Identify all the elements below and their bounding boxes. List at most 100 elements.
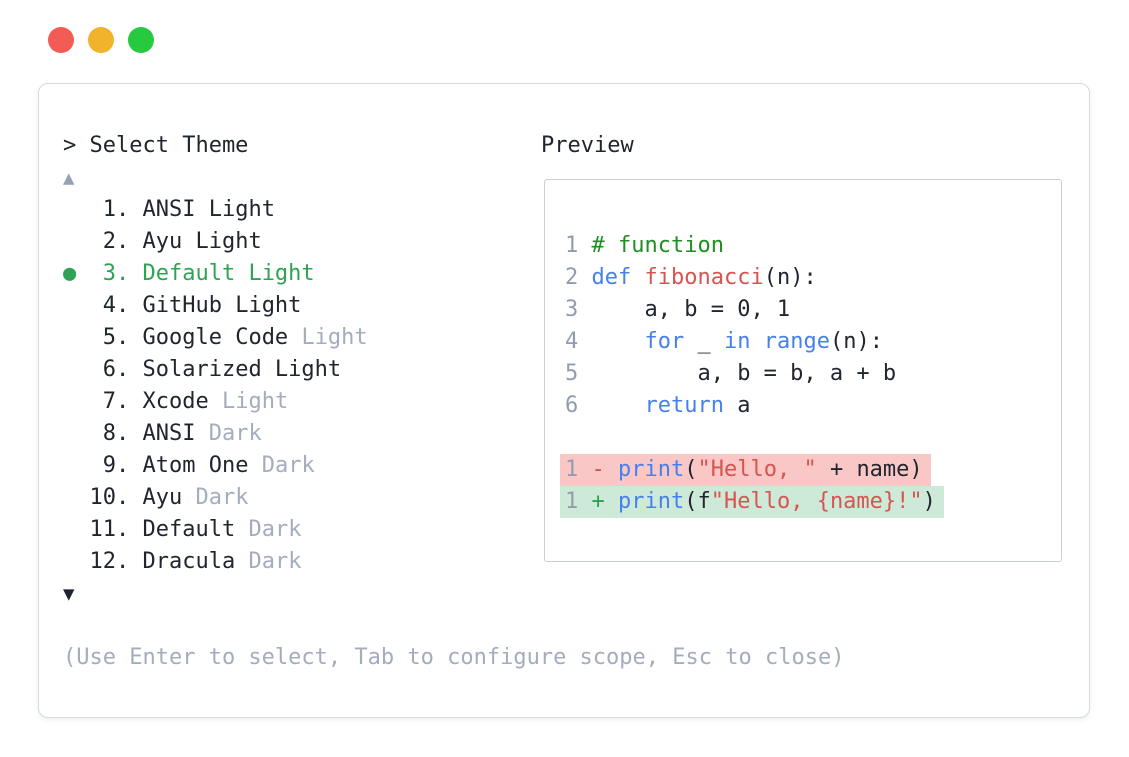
code-token	[631, 265, 644, 290]
theme-number: 7.	[89, 389, 143, 414]
bullet-spacer	[63, 421, 90, 446]
line-number: 1	[565, 489, 579, 514]
theme-label: ANSI Light	[142, 197, 275, 222]
code-line: 5 a, b = b, a + b	[565, 358, 1061, 390]
code-token	[605, 457, 618, 482]
code-token: _	[684, 329, 724, 354]
code-line: 3 a, b = 0, 1	[565, 294, 1061, 326]
bullet-spacer	[63, 549, 90, 574]
code-token: in	[723, 329, 751, 354]
theme-variant-label: Dark	[248, 517, 302, 542]
theme-list-item[interactable]: 8. ANSI Dark	[63, 418, 535, 450]
code-token: def	[591, 265, 632, 290]
theme-list-column: > Select Theme ▲ 1. ANSI Light 2. Ayu Li…	[63, 130, 535, 610]
diff-highlight: 1 - print("Hello, " + name)	[560, 454, 931, 486]
close-button-icon[interactable]	[48, 27, 74, 53]
code-token: -	[591, 457, 605, 482]
theme-list-item[interactable]: 9. Atom One Dark	[63, 450, 535, 482]
theme-label: Xcode	[142, 389, 209, 414]
theme-list: 1. ANSI Light 2. Ayu Light● 3. Default L…	[63, 194, 535, 578]
theme-number: 1.	[89, 197, 143, 222]
code-line: 6 return a	[565, 390, 1061, 422]
theme-variant-label: Dark	[208, 421, 262, 446]
bullet-spacer	[63, 293, 90, 318]
theme-list-item[interactable]: 2. Ayu Light	[63, 226, 535, 258]
line-number: 1	[565, 457, 579, 482]
minimize-button-icon[interactable]	[88, 27, 114, 53]
theme-number: 8.	[89, 421, 143, 446]
theme-list-item[interactable]: 1. ANSI Light	[63, 194, 535, 226]
line-number: 4	[565, 329, 579, 354]
scroll-down-icon[interactable]: ▼	[63, 583, 75, 605]
bullet-spacer	[63, 517, 90, 542]
theme-number: 11.	[89, 517, 143, 542]
diff-highlight: 1 + print(f"Hello, {name}!")	[560, 486, 944, 518]
line-number: 2	[565, 265, 579, 290]
theme-list-item[interactable]: 6. Solarized Light	[63, 354, 535, 386]
theme-list-item[interactable]: 12. Dracula Dark	[63, 546, 535, 578]
theme-variant-label: Light	[301, 325, 368, 350]
theme-list-item[interactable]: 7. Xcode Light	[63, 386, 535, 418]
bullet-spacer	[63, 485, 90, 510]
code-token: print	[618, 489, 685, 514]
bullet-spacer	[63, 453, 90, 478]
selected-indicator-icon: ●	[63, 261, 90, 286]
line-number: 5	[565, 361, 579, 386]
code-token	[592, 393, 645, 418]
code-token: a, b = 0, 1	[591, 297, 791, 322]
code-line-diff-added: 1 + print(f"Hello, {name}!")	[560, 486, 1061, 518]
bullet-spacer	[63, 389, 90, 414]
code-line: 4 for _ in range(n):	[565, 326, 1061, 358]
theme-number: 12.	[89, 549, 143, 574]
line-number: 6	[565, 393, 579, 418]
code-token: return	[644, 393, 724, 418]
code-token: (	[684, 457, 698, 482]
code-line: 2 def fibonacci(n):	[565, 262, 1061, 294]
theme-list-item[interactable]: 5. Google Code Light	[63, 322, 535, 354]
window-controls	[48, 27, 154, 53]
theme-variant-label: Dark	[195, 485, 249, 510]
code-token: a, b = b, a + b	[591, 361, 897, 386]
theme-variant-label: Dark	[261, 453, 315, 478]
theme-label: ANSI	[142, 421, 196, 446]
code-token: fibonacci	[644, 265, 764, 290]
theme-number: 6.	[89, 357, 143, 382]
code-token: (n):	[829, 329, 883, 354]
code-token: range	[763, 329, 830, 354]
code-token: for	[644, 329, 685, 354]
code-token	[592, 329, 645, 354]
theme-label: Solarized Light	[142, 357, 342, 382]
code-token: (n):	[763, 265, 817, 290]
code-token: # function	[591, 233, 724, 258]
theme-number: 9.	[89, 453, 143, 478]
theme-number: 2.	[89, 229, 143, 254]
theme-label: Google Code	[142, 325, 289, 350]
scroll-up-icon[interactable]: ▲	[63, 167, 75, 189]
keyboard-hint: (Use Enter to select, Tab to configure s…	[63, 645, 845, 670]
theme-list-item[interactable]: ● 3. Default Light	[63, 258, 535, 290]
code-token: print	[618, 457, 685, 482]
code-line-diff-removed: 1 - print("Hello, " + name)	[560, 454, 1061, 486]
theme-list-item[interactable]: 11. Default Dark	[63, 514, 535, 546]
code-token: (f	[684, 489, 711, 514]
theme-number: 5.	[89, 325, 143, 350]
theme-number: 4.	[89, 293, 143, 318]
code-line: 1 # function	[565, 230, 1061, 262]
code-token: "Hello, "	[697, 457, 817, 482]
theme-number: 10.	[89, 485, 143, 510]
theme-label: Ayu Light	[142, 229, 262, 254]
theme-label: Default Light	[142, 261, 315, 286]
zoom-button-icon[interactable]	[128, 27, 154, 53]
code-token	[605, 489, 618, 514]
theme-list-item[interactable]: 10. Ayu Dark	[63, 482, 535, 514]
theme-list-item[interactable]: 4. GitHub Light	[63, 290, 535, 322]
preview-title: Preview	[541, 133, 634, 158]
bullet-spacer	[63, 325, 90, 350]
code-line	[565, 422, 1061, 454]
bullet-spacer	[63, 197, 90, 222]
line-number: 1	[565, 233, 579, 258]
theme-number: 3.	[89, 261, 143, 286]
code-token: "Hello, {name}!"	[710, 489, 923, 514]
